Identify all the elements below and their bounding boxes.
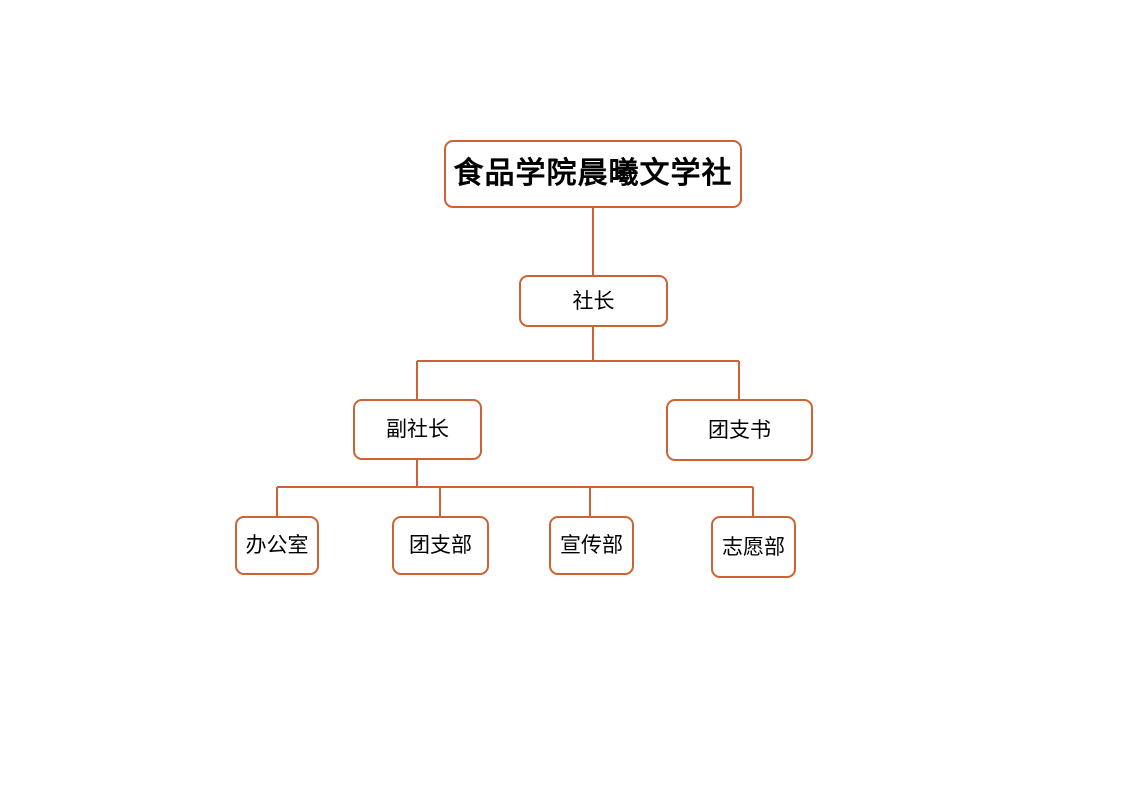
node-vice-president-label: 副社长	[386, 418, 449, 441]
node-league-secretary[interactable]: 团支书	[666, 399, 813, 461]
node-office[interactable]: 办公室	[235, 516, 319, 575]
node-president-label: 社长	[572, 289, 615, 313]
node-league-branch[interactable]: 团支部	[392, 516, 489, 575]
node-publicity-department-label: 宣传部	[560, 534, 623, 557]
node-league-secretary-label: 团支书	[708, 418, 771, 442]
node-root-label: 食品学院晨曦文学社	[453, 156, 733, 191]
node-volunteer-department[interactable]: 志愿部	[711, 516, 796, 578]
node-vice-president[interactable]: 副社长	[353, 399, 482, 460]
node-office-label: 办公室	[245, 534, 309, 557]
node-league-branch-label: 团支部	[409, 534, 472, 557]
node-root[interactable]: 食品学院晨曦文学社	[444, 140, 742, 208]
node-president[interactable]: 社长	[519, 275, 668, 327]
node-volunteer-department-label: 志愿部	[722, 535, 785, 559]
node-publicity-department[interactable]: 宣传部	[549, 516, 634, 575]
